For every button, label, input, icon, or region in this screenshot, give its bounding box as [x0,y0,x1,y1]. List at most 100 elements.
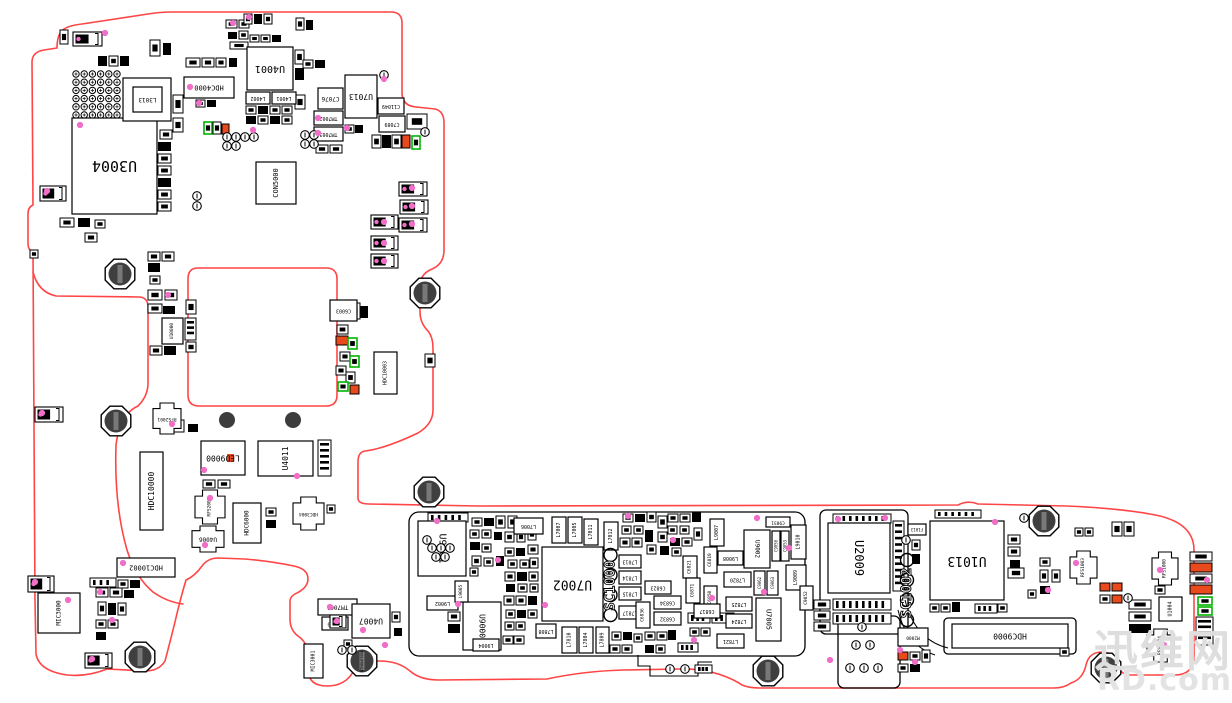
shield-step-outline [637,655,712,677]
component-label-U4011: U4011 [281,446,290,470]
component-label-HDC9000: HDC9000 [993,632,1027,641]
small-component-body [31,252,37,256]
small-component-body [507,534,512,540]
small-component [635,514,645,522]
small-component-body [498,519,503,525]
small-component [229,58,237,67]
component-label-M2000: M2000 [906,635,920,641]
small-component-body [340,384,346,389]
component-label-SC1002: SC1002 [899,568,915,619]
pad [895,581,902,585]
pad [875,516,878,521]
pink-marker-dot [164,291,172,299]
pink-marker-dot [408,184,416,192]
pad [983,606,986,611]
np-pad-bracket [59,187,63,200]
component-L7808 [535,623,557,639]
shield-frame [943,617,1077,655]
pink-marker-dot [201,541,209,549]
component-RFS1004 [1146,628,1175,663]
component-L7814 [618,570,642,585]
shield-clip [899,592,915,608]
board-outline [27,11,1195,689]
small-component-body [472,532,477,536]
small-component-body [531,574,536,579]
small-component-body [900,666,906,670]
small-component-body [1010,549,1018,554]
pink-marker-dot [343,124,351,132]
pink-marker-dot [195,99,203,107]
component-label-C7076: C7076 [321,95,339,102]
component-label-L7804: L7804 [583,632,589,647]
pad [685,645,689,650]
component-HDC10000 [139,451,164,531]
pad [458,515,461,520]
pink-marker-dot [333,617,341,625]
component-C11049 [377,97,405,115]
small-component [78,218,90,227]
pad [849,601,852,608]
pad [964,512,968,516]
component-label-L7011: L7011 [588,524,594,539]
small-component [1099,582,1111,592]
np-pad-bracket [420,219,424,231]
small-component-body [248,108,254,112]
small-component-body [1010,537,1018,542]
small-component [517,572,527,581]
pad [187,326,194,329]
small-component-body [297,21,303,27]
small-component-body [1114,525,1120,533]
np-pad-bracket [391,255,395,267]
small-component-body [695,531,701,537]
small-component [163,306,175,314]
screw-hole-band [113,412,119,430]
small-component [516,548,525,556]
pad [862,516,865,521]
small-component-body [484,546,489,550]
small-component [270,116,280,124]
component-RFS1003 [1069,550,1098,585]
pad [698,667,701,671]
np-pad-bracket [421,201,425,213]
pink-marker-dot [826,656,834,664]
small-component-body [189,60,197,65]
small-component-body [260,118,266,122]
component-L7804 [578,626,594,654]
component-label-L7814: L7814 [622,575,637,581]
small-component [506,584,515,592]
pad [895,562,902,565]
small-component-body [119,606,125,612]
pink-marker-dot [326,603,334,611]
component-U10000 [161,317,184,345]
pink-marker-dot [911,658,919,666]
component-C6817 [693,603,721,619]
small-component-body [265,16,271,22]
small-component-body [1000,606,1005,610]
pink-marker-dot [101,29,109,37]
small-component-body [162,132,170,137]
small-component [130,580,140,588]
small-component [692,512,701,522]
small-component-body [817,624,827,629]
np-pad-label-chip [402,202,416,212]
component-label-HDC10002: HDC10002 [129,564,163,572]
small-component [148,263,160,272]
pink-marker-dot [186,83,194,91]
pink-marker-dot [168,420,176,428]
small-component-body [622,540,628,545]
pad [938,512,941,516]
pink-marker-dot [249,126,257,134]
small-component [382,135,391,148]
small-component-body [120,582,126,586]
pad [1198,620,1211,623]
shield-clip [603,607,618,623]
small-component [258,106,268,114]
small-component-body [531,586,537,590]
pad [701,667,705,671]
pink-marker-dot [408,220,416,228]
component-U7002 [541,546,604,622]
pink-marker-dot [96,588,104,596]
pink-marker-dot [314,129,322,137]
pad [868,615,872,622]
component-CON5000 [255,161,297,205]
